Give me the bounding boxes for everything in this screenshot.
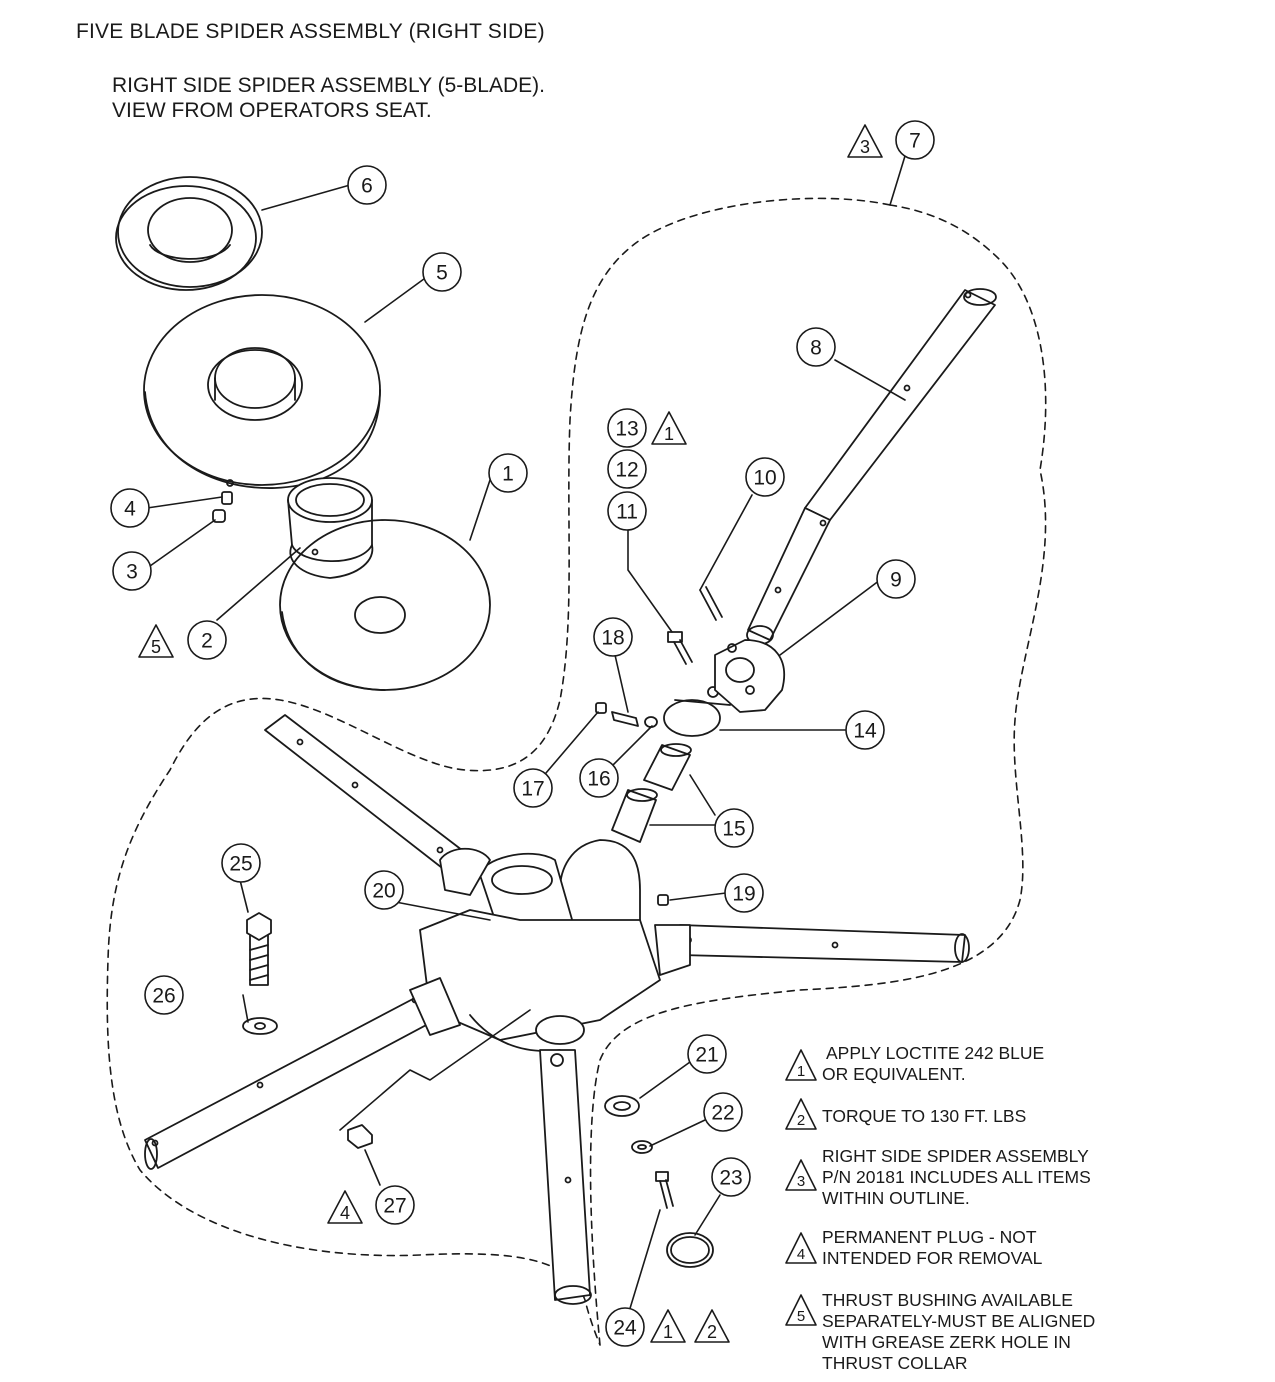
flag-13-note: 1 [664,424,674,444]
callout-10: 10 [753,467,776,490]
callout-2: 2 [201,630,213,653]
part-15-bushing-upper [643,743,692,791]
note-3-flag: 3 [797,1173,805,1190]
part-2-thrust-collar [287,477,374,579]
note-4-flag: 4 [797,1246,805,1263]
part-14-spring [663,699,731,737]
part-17-cap [595,702,607,714]
flag-7-note: 3 [860,137,870,157]
callout-18: 18 [601,627,624,650]
subtitle-line-1: RIGHT SIDE SPIDER ASSEMBLY (5-BLADE). [112,74,545,97]
note-4: PERMANENT PLUG - NOT INTENDED FOR REMOVA… [822,1227,1042,1269]
part-10-pin [699,586,723,621]
part-4-zerk [221,491,233,505]
note-1-flag: 1 [797,1063,805,1080]
callout-5: 5 [436,262,448,285]
callout-27: 27 [383,1195,406,1218]
part-18-zerk-fitting [611,711,639,727]
callout-16: 16 [587,768,610,791]
callout-20: 20 [372,880,395,903]
part-15-bushing-lower [611,788,658,843]
note-2-line-1: TORQUE TO 130 FT. LBS [822,1106,1027,1126]
part-20-spider-hub [419,839,661,1052]
note-1: APPLY LOCTITE 242 BLUE OR EQUIVALENT. [822,1043,1044,1085]
callout-3: 3 [126,561,138,584]
callout-7: 7 [909,130,921,153]
callout-25: 25 [229,853,252,876]
part-5-disc [143,294,381,489]
part-6-seal-ring [115,176,263,291]
part-8-blade-tube [746,288,997,645]
flag-24-note-a: 1 [663,1322,673,1342]
assembly-outline [106,197,1047,1346]
part-26-washer [242,1017,278,1035]
note-5-line-4: THRUST COLLAR [822,1353,968,1373]
note-1-line-1: APPLY LOCTITE 242 BLUE [826,1043,1045,1063]
note-5-line-1: THRUST BUSHING AVAILABLE [822,1290,1073,1310]
callout-13: 13 [615,418,638,441]
note-4-line-2: INTENDED FOR REMOVAL [822,1248,1043,1268]
callout-9: 9 [890,569,902,592]
part-23-seal [666,1232,714,1268]
note-5-line-2: SEPARATELY-MUST BE ALIGNED [822,1311,1096,1331]
part-16-washer [644,716,658,728]
note-3-line-1: RIGHT SIDE SPIDER ASSEMBLY [822,1146,1089,1166]
part-21-washer [604,1095,640,1117]
diagram-title: FIVE BLADE SPIDER ASSEMBLY (RIGHT SIDE) [76,20,545,43]
callout-17: 17 [521,778,544,801]
callout-22: 22 [711,1102,734,1125]
callout-8: 8 [810,337,822,360]
part-25-bolt [246,912,272,986]
callout-15: 15 [722,818,745,841]
callout-21: 21 [695,1044,718,1067]
spider-arm-upper-left [264,714,491,896]
note-3: RIGHT SIDE SPIDER ASSEMBLY P/N 20181 INC… [822,1146,1091,1209]
part-3-plug [212,509,226,523]
callout-23: 23 [719,1167,742,1190]
part-9-clamp [714,639,786,713]
leader-lines [146,155,906,1316]
part-27-plug [347,1124,373,1149]
flag-24-note-b: 2 [707,1322,717,1342]
note-3-line-3: WITHIN OUTLINE. [822,1188,970,1208]
spider-arm-lower-left [144,977,461,1170]
flag-27-note: 4 [340,1203,350,1223]
callout-14: 14 [853,720,877,743]
callout-11: 11 [616,501,638,524]
callout-circles [110,120,935,1347]
callout-26: 26 [152,985,175,1008]
note-2: TORQUE TO 130 FT. LBS [822,1106,1026,1127]
part-11-bolt [667,631,719,698]
part-19-fitting [657,894,669,906]
diagram-subtitle: RIGHT SIDE SPIDER ASSEMBLY (5-BLADE). VI… [112,73,545,123]
callout-6: 6 [361,175,373,198]
note-1-line-2: OR EQUIVALENT. [822,1064,966,1084]
callout-24: 24 [613,1317,637,1340]
callout-12: 12 [615,459,638,482]
callout-4: 4 [124,498,136,521]
callout-19: 19 [732,883,755,906]
flag-2-note: 5 [151,637,161,657]
part-1-disc [279,519,491,691]
part-22-lock-washer [631,1140,653,1154]
note-4-line-1: PERMANENT PLUG - NOT [822,1227,1037,1247]
spider-arm-lower [539,1049,592,1305]
part-24-bolt [655,1171,674,1209]
callout-1: 1 [502,463,514,486]
subtitle-line-2: VIEW FROM OPERATORS SEAT. [112,99,432,122]
note-5-flag: 5 [797,1308,805,1325]
note-3-line-2: P/N 20181 INCLUDES ALL ITEMS [822,1167,1091,1187]
note-5: THRUST BUSHING AVAILABLE SEPARATELY-MUST… [822,1290,1095,1374]
spider-arm-right [654,924,970,976]
flag-triangles [138,124,883,1343]
note-5-line-3: WITH GREASE ZERK HOLE IN [822,1332,1071,1352]
note-2-flag: 2 [797,1112,805,1129]
